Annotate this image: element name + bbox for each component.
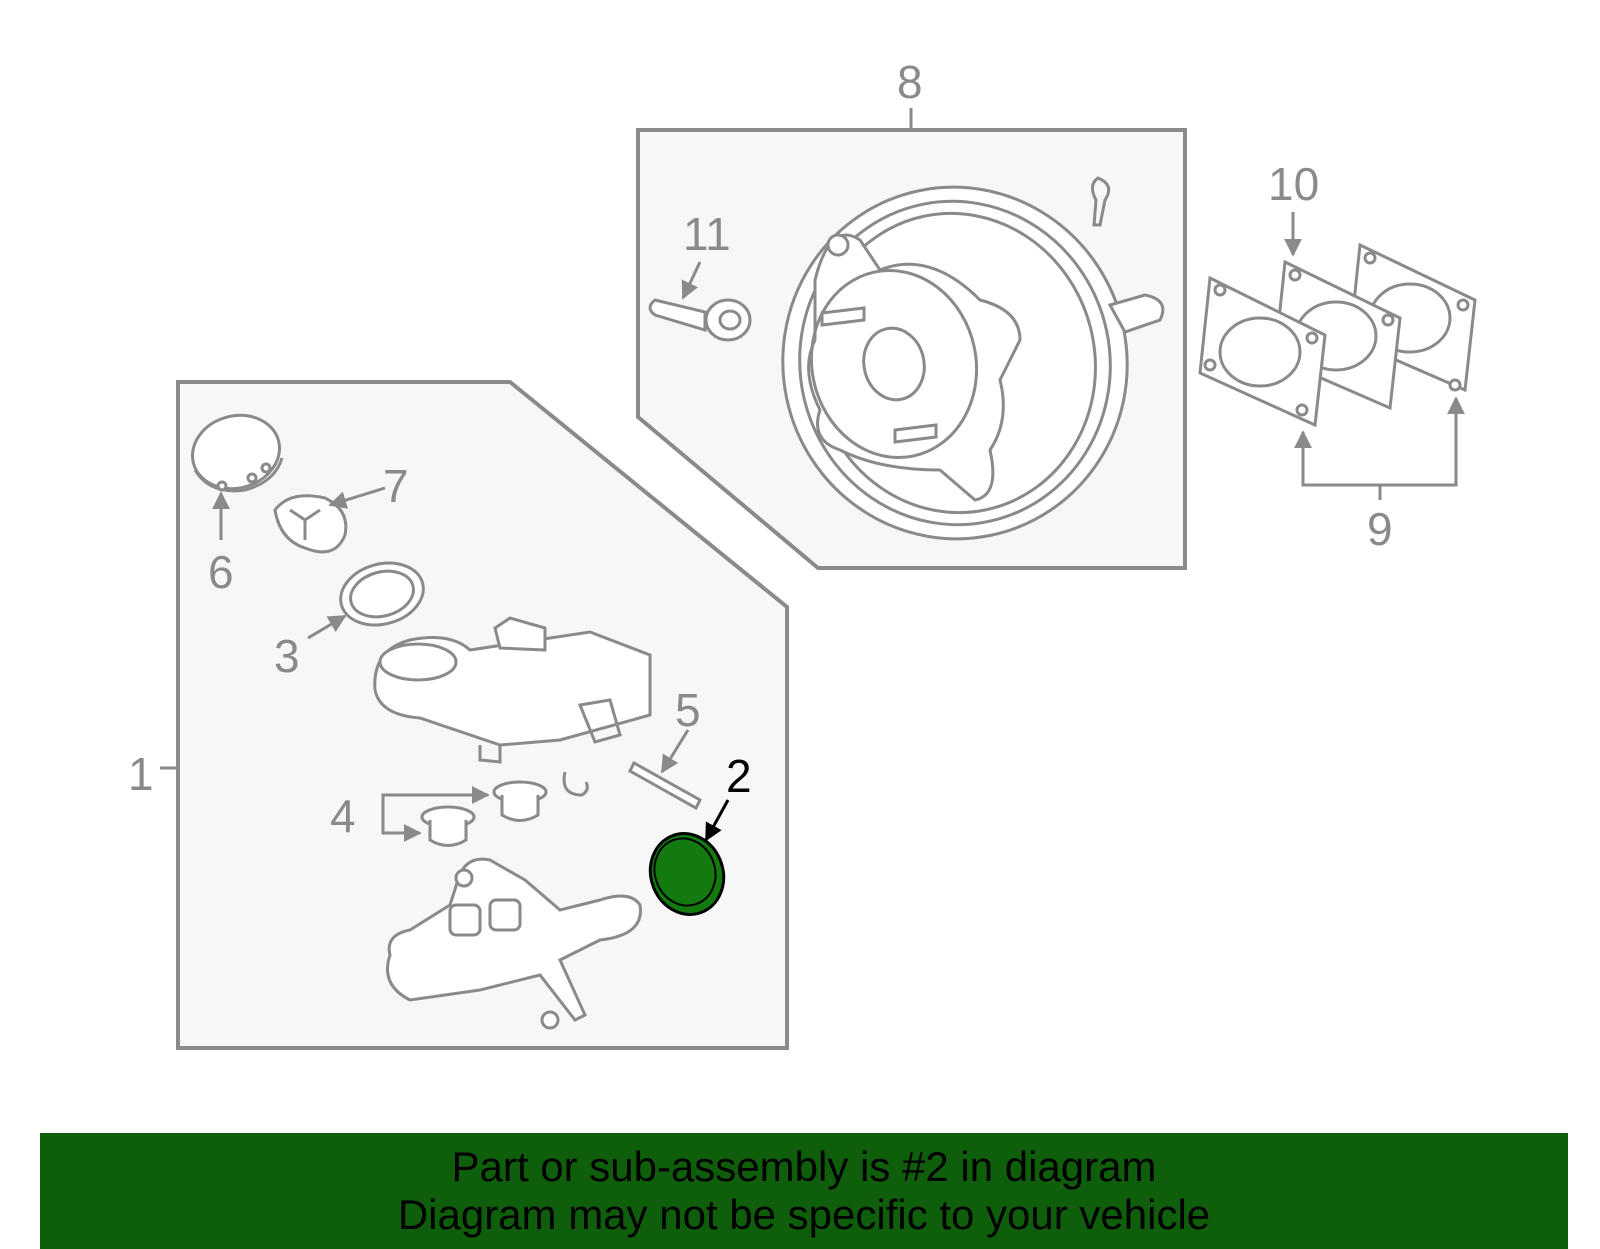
brake-booster-part[interactable] bbox=[750, 155, 1165, 571]
reservoir-cap-part[interactable] bbox=[184, 406, 288, 498]
callout-4: 4 bbox=[330, 790, 356, 842]
info-banner: Part or sub-assembly is #2 in diagram Di… bbox=[40, 1133, 1568, 1249]
callout-labels: 1 2 3 4 5 6 7 8 9 10 11 bbox=[128, 56, 1393, 842]
reservoir-seal-part[interactable] bbox=[334, 554, 431, 634]
strainer-part[interactable] bbox=[273, 494, 348, 554]
master-cylinder-body bbox=[386, 857, 642, 1030]
callout-5: 5 bbox=[675, 684, 701, 736]
callout-1: 1 bbox=[128, 748, 154, 800]
part2-leader bbox=[704, 799, 730, 842]
gasket-leaders bbox=[1284, 212, 1465, 500]
part11-leader bbox=[681, 261, 702, 300]
hose-fitting-part[interactable] bbox=[648, 298, 752, 342]
callout-6: 6 bbox=[208, 546, 234, 598]
panel1-leaders bbox=[160, 486, 690, 842]
banner-line-1: Part or sub-assembly is #2 in diagram bbox=[451, 1143, 1157, 1190]
callout-7: 7 bbox=[383, 460, 409, 512]
pin-part[interactable] bbox=[628, 760, 702, 811]
highlighted-cup-part[interactable] bbox=[639, 823, 735, 925]
callout-9: 9 bbox=[1367, 503, 1393, 555]
callout-2: 2 bbox=[726, 750, 752, 802]
callout-10: 10 bbox=[1268, 158, 1319, 210]
callout-11: 11 bbox=[683, 208, 731, 260]
callout-8: 8 bbox=[897, 56, 923, 108]
gasket-parts[interactable] bbox=[1198, 242, 1477, 428]
banner-line-2: Diagram may not be specific to your vehi… bbox=[397, 1191, 1211, 1238]
callout-3: 3 bbox=[274, 630, 300, 682]
grommet-parts[interactable] bbox=[420, 771, 589, 847]
fluid-reservoir bbox=[373, 616, 652, 764]
